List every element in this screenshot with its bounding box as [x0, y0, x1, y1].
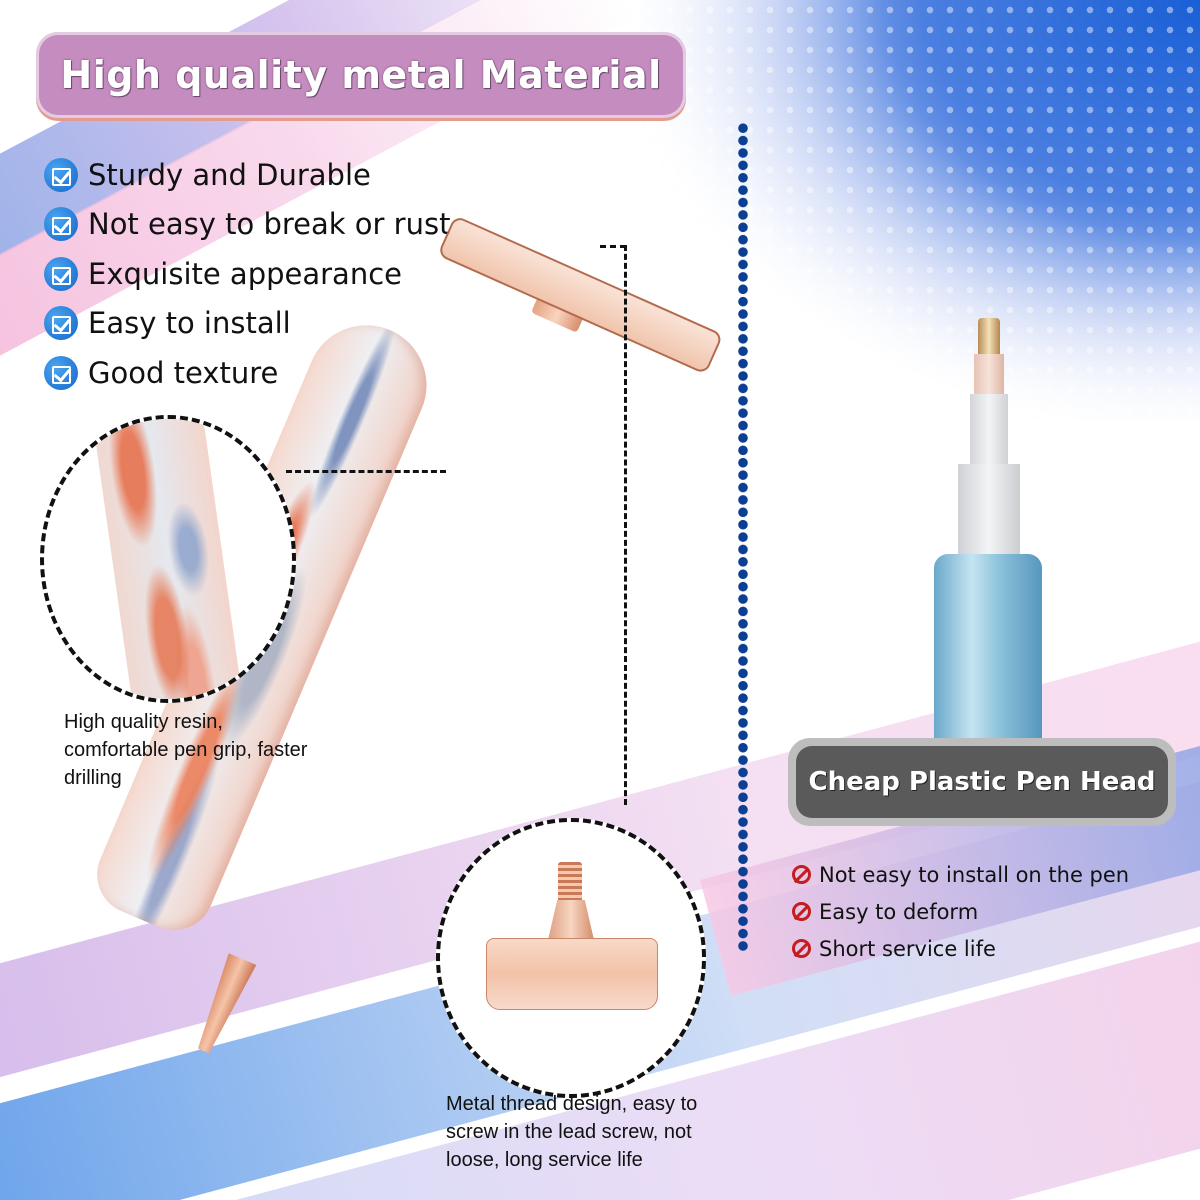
plastic-pen-tip [978, 318, 1000, 358]
feature-list: Sturdy and Durable Not easy to break or … [44, 150, 450, 398]
con-label: Easy to deform [819, 899, 979, 924]
checkbox-check-icon [44, 157, 78, 192]
con-item: Easy to deform [792, 893, 1129, 930]
plastic-pen-stem [970, 394, 1008, 464]
prohibited-icon [792, 939, 811, 958]
con-item: Short service life [792, 930, 1129, 967]
callout-line [624, 245, 627, 805]
cons-list: Not easy to install on the pen Easy to d… [792, 856, 1129, 967]
feature-label: Easy to install [88, 306, 291, 341]
comparison-title: Cheap Plastic Pen Head [808, 767, 1156, 797]
checkbox-check-icon [44, 256, 78, 291]
con-label: Short service life [819, 936, 996, 961]
feature-label: Not easy to break or rust [88, 207, 451, 242]
feature-label: Good texture [88, 355, 279, 390]
dotted-divider [738, 122, 748, 952]
head-neck [548, 900, 594, 940]
prohibited-icon [792, 902, 811, 921]
callout-line [600, 245, 626, 248]
checkbox-check-icon [44, 306, 78, 341]
checkbox-check-icon [44, 355, 78, 390]
con-label: Not easy to install on the pen [819, 862, 1130, 887]
comparison-banner: Cheap Plastic Pen Head [788, 738, 1176, 826]
feature-item: Easy to install [44, 299, 450, 349]
screw-thread [558, 862, 582, 902]
thread-detail-circle [436, 818, 706, 1098]
feature-item: Exquisite appearance [44, 249, 450, 299]
resin-texture-image [90, 419, 248, 699]
resin-detail-circle [40, 415, 296, 703]
checkbox-check-icon [44, 207, 78, 242]
feature-label: Sturdy and Durable [88, 157, 371, 192]
plastic-pen-collar [974, 354, 1004, 394]
thread-caption: Metal thread design, easy to screw in th… [446, 1093, 698, 1171]
feature-item: Good texture [44, 348, 450, 398]
plastic-pen-grip [934, 554, 1042, 744]
con-item: Not easy to install on the pen [792, 856, 1129, 893]
feature-label: Exquisite appearance [88, 256, 402, 291]
plastic-pen-image [930, 318, 1042, 744]
feature-item: Sturdy and Durable [44, 150, 450, 200]
comparison-banner-inner: Cheap Plastic Pen Head [796, 746, 1168, 818]
feature-item: Not easy to break or rust [44, 200, 450, 250]
plastic-pen-stem [958, 464, 1020, 554]
halftone-dots-decoration [640, 0, 1200, 420]
page-title: High quality metal Material [60, 53, 662, 97]
prohibited-icon [792, 865, 811, 884]
head-plate [486, 938, 658, 1010]
title-banner: High quality metal Material [36, 32, 686, 118]
resin-caption: High quality resin, comfortable pen grip… [64, 711, 308, 789]
callout-line [286, 470, 446, 473]
